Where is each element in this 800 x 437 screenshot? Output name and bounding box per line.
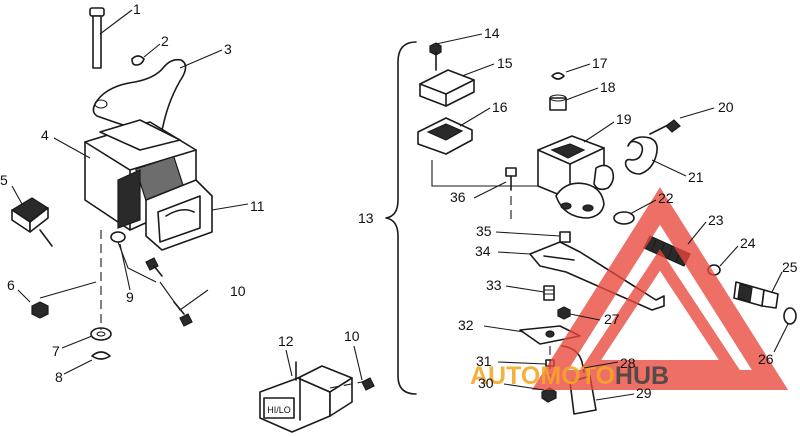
callout-24: 24 — [740, 235, 756, 251]
screw-part-20 — [665, 119, 681, 133]
hi-lo-switch-part-12: HI/LO — [259, 361, 375, 433]
switch-cover-part-11 — [145, 179, 213, 251]
callout-20: 20 — [718, 99, 734, 115]
pin-part-35 — [559, 231, 571, 243]
callout-11: 11 — [250, 198, 265, 214]
piston-part-25 — [733, 281, 779, 309]
watermark-part-moto: MOTO — [540, 362, 615, 390]
brace-13 — [385, 41, 417, 395]
callout-8: 8 — [55, 369, 63, 385]
knob-part-5 — [10, 197, 53, 247]
nut-part-6 — [31, 301, 49, 319]
screw-part-10 — [145, 257, 193, 327]
callout-9: 9 — [126, 289, 134, 305]
callout-7: 7 — [52, 343, 60, 359]
callout-12: 12 — [278, 333, 294, 349]
callout-35: 35 — [476, 223, 492, 239]
callout-29: 29 — [636, 385, 652, 401]
watermark-triangle-inner-icon — [578, 249, 742, 372]
callout-10-left: 10 — [230, 283, 246, 299]
callout-31: 31 — [476, 353, 492, 369]
screw-part-14 — [429, 42, 442, 56]
clamp-part-21 — [624, 136, 658, 175]
ring-part-26 — [783, 307, 797, 325]
callout-5: 5 — [0, 172, 8, 188]
callout-27: 27 — [604, 311, 620, 327]
clip-part-17 — [551, 72, 565, 80]
svg-text:AUTOMOTOHUB: AUTOMOTOHUB — [470, 362, 669, 390]
callout-15: 15 — [497, 55, 513, 71]
cover-part-15 — [419, 69, 475, 107]
switch-face-label: HI/LO — [267, 405, 291, 415]
callout-28: 28 — [620, 355, 636, 371]
leader-lines — [11, 9, 789, 401]
screw-part-30 — [541, 387, 557, 403]
callout-17: 17 — [592, 55, 608, 71]
callout-4: 4 — [41, 127, 49, 143]
lever-part-3 — [92, 58, 187, 134]
brake-lever-part-34 — [529, 241, 665, 311]
callout-21: 21 — [688, 169, 704, 185]
screw-part-36 — [505, 167, 517, 177]
callout-23: 23 — [708, 212, 724, 228]
callout-32: 32 — [458, 317, 474, 333]
callout-10-right: 10 — [344, 328, 360, 344]
callout-30: 30 — [478, 375, 494, 391]
callout-1: 1 — [133, 1, 141, 17]
callout-33: 33 — [486, 277, 502, 293]
watermark-triangle-icon — [531, 187, 789, 390]
watermark-part-hub: HUB — [615, 362, 669, 390]
callout-numbers: 1 2 3 4 5 6 7 8 9 10 10 11 12 13 14 15 1… — [0, 1, 798, 401]
callout-14: 14 — [484, 25, 500, 41]
callout-16: 16 — [492, 99, 508, 115]
spring-part-33 — [543, 285, 555, 301]
callout-26: 26 — [758, 351, 774, 367]
callout-3: 3 — [224, 41, 232, 57]
watermark-part-auto: AUTO — [470, 362, 540, 390]
callout-18: 18 — [600, 79, 616, 95]
callout-25: 25 — [782, 259, 798, 275]
seal-part-22 — [613, 211, 635, 225]
callout-13: 13 — [358, 210, 374, 226]
nut-part-27 — [557, 306, 571, 320]
callout-6: 6 — [7, 277, 15, 293]
callout-34: 34 — [475, 243, 491, 259]
callout-22: 22 — [658, 190, 674, 206]
master-cylinder-part-19 — [537, 135, 615, 219]
clip-part-2 — [131, 55, 145, 66]
watermark-logo — [531, 187, 789, 390]
callout-19: 19 — [616, 111, 632, 127]
washer-part-9 — [110, 231, 126, 243]
clip-part-8 — [91, 351, 111, 360]
callout-36: 36 — [450, 189, 466, 205]
left-assembly — [10, 7, 213, 360]
callout-2: 2 — [161, 33, 169, 49]
watermark-text: AUTOMOTOHUB — [470, 362, 669, 390]
pin-part-1 — [89, 7, 105, 69]
